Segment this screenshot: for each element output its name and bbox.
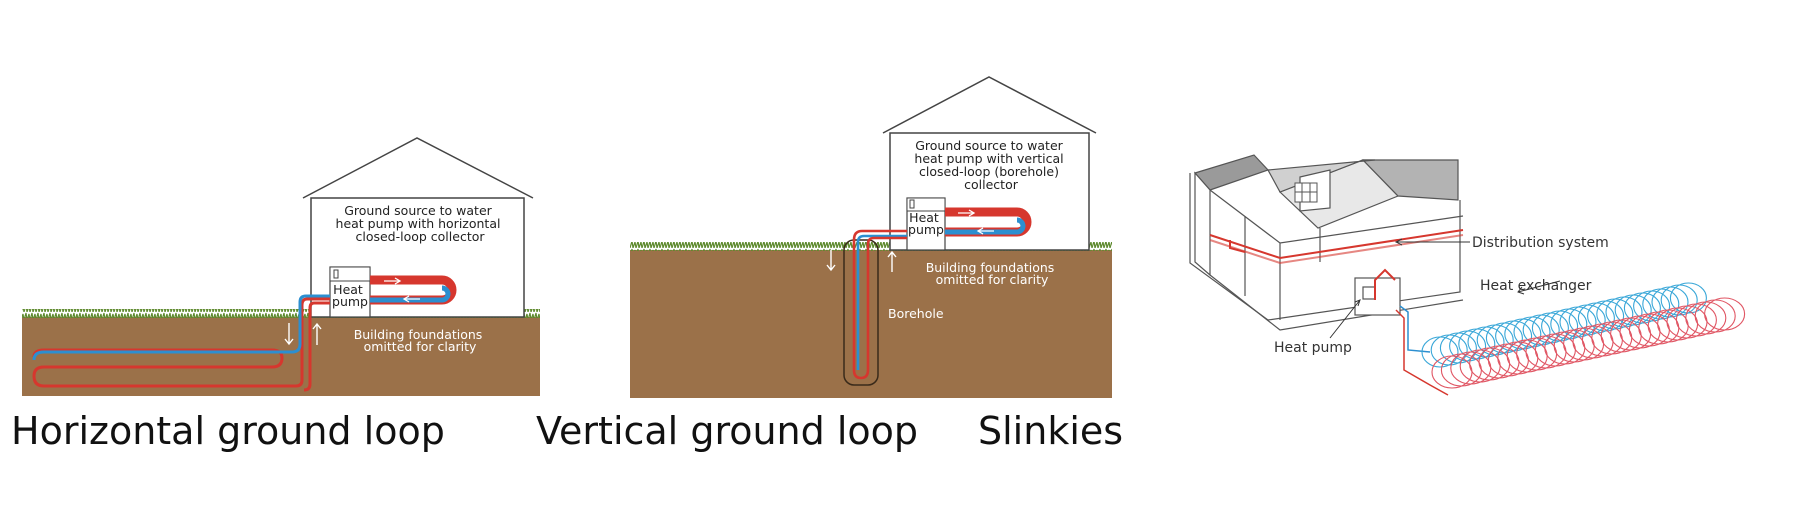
heat-pump-label: Heat pump — [1274, 340, 1352, 356]
caption-horizontal: Horizontal ground loop — [11, 409, 445, 453]
slinky-coil — [1694, 299, 1736, 333]
slinky-coil — [1669, 282, 1707, 314]
grass — [630, 242, 1112, 251]
house-3d-outline — [1189, 154, 1464, 331]
slinky-panel: Distribution system Heat exchanger Heat … — [1189, 154, 1746, 396]
window-grid — [1294, 182, 1318, 203]
slinky-coil — [1704, 297, 1746, 331]
vertical-ground-pipes — [852, 229, 907, 380]
indoor-distribution-loop — [370, 275, 457, 305]
heat-pump-box: Heat pump — [329, 266, 371, 318]
flow-arrows — [284, 322, 322, 346]
foundation-note: Building foundations omitted for clarity — [926, 260, 1059, 287]
soil — [630, 250, 1112, 398]
indoor-distribution-loop — [945, 207, 1032, 237]
caption-vertical: Vertical ground loop — [536, 409, 919, 453]
grass — [22, 309, 540, 318]
vertical-loop-panel: Ground source to water heat pump with ve… — [630, 76, 1112, 398]
leader-lines — [1329, 238, 1561, 339]
heat-exchanger-label: Heat exchanger — [1480, 278, 1592, 294]
distribution-system-label: Distribution system — [1472, 235, 1609, 251]
supply-pipes — [1395, 305, 1449, 396]
foundation-note: Building foundations omitted for clarity — [354, 327, 487, 354]
distribution-pipes — [1209, 229, 1464, 300]
house-description: Ground source to water heat pump with ho… — [336, 203, 505, 244]
horizontal-ground-pipes — [32, 294, 330, 392]
house-description: Ground source to water heat pump with ve… — [914, 138, 1067, 192]
borehole-label: Borehole — [888, 306, 944, 321]
borehole — [843, 239, 879, 386]
red-slinky-coils — [1431, 297, 1746, 389]
heat-pump-box: Heat pump — [906, 197, 946, 251]
flow-arrows — [826, 250, 897, 272]
horizontal-loop-panel: Ground source to water heat pump with ho… — [22, 137, 540, 396]
caption-slinkies: Slinkies — [978, 409, 1124, 453]
svg-text:Heat pump: Heat pump — [332, 282, 368, 309]
svg-text:Heat pump: Heat pump — [908, 210, 944, 237]
